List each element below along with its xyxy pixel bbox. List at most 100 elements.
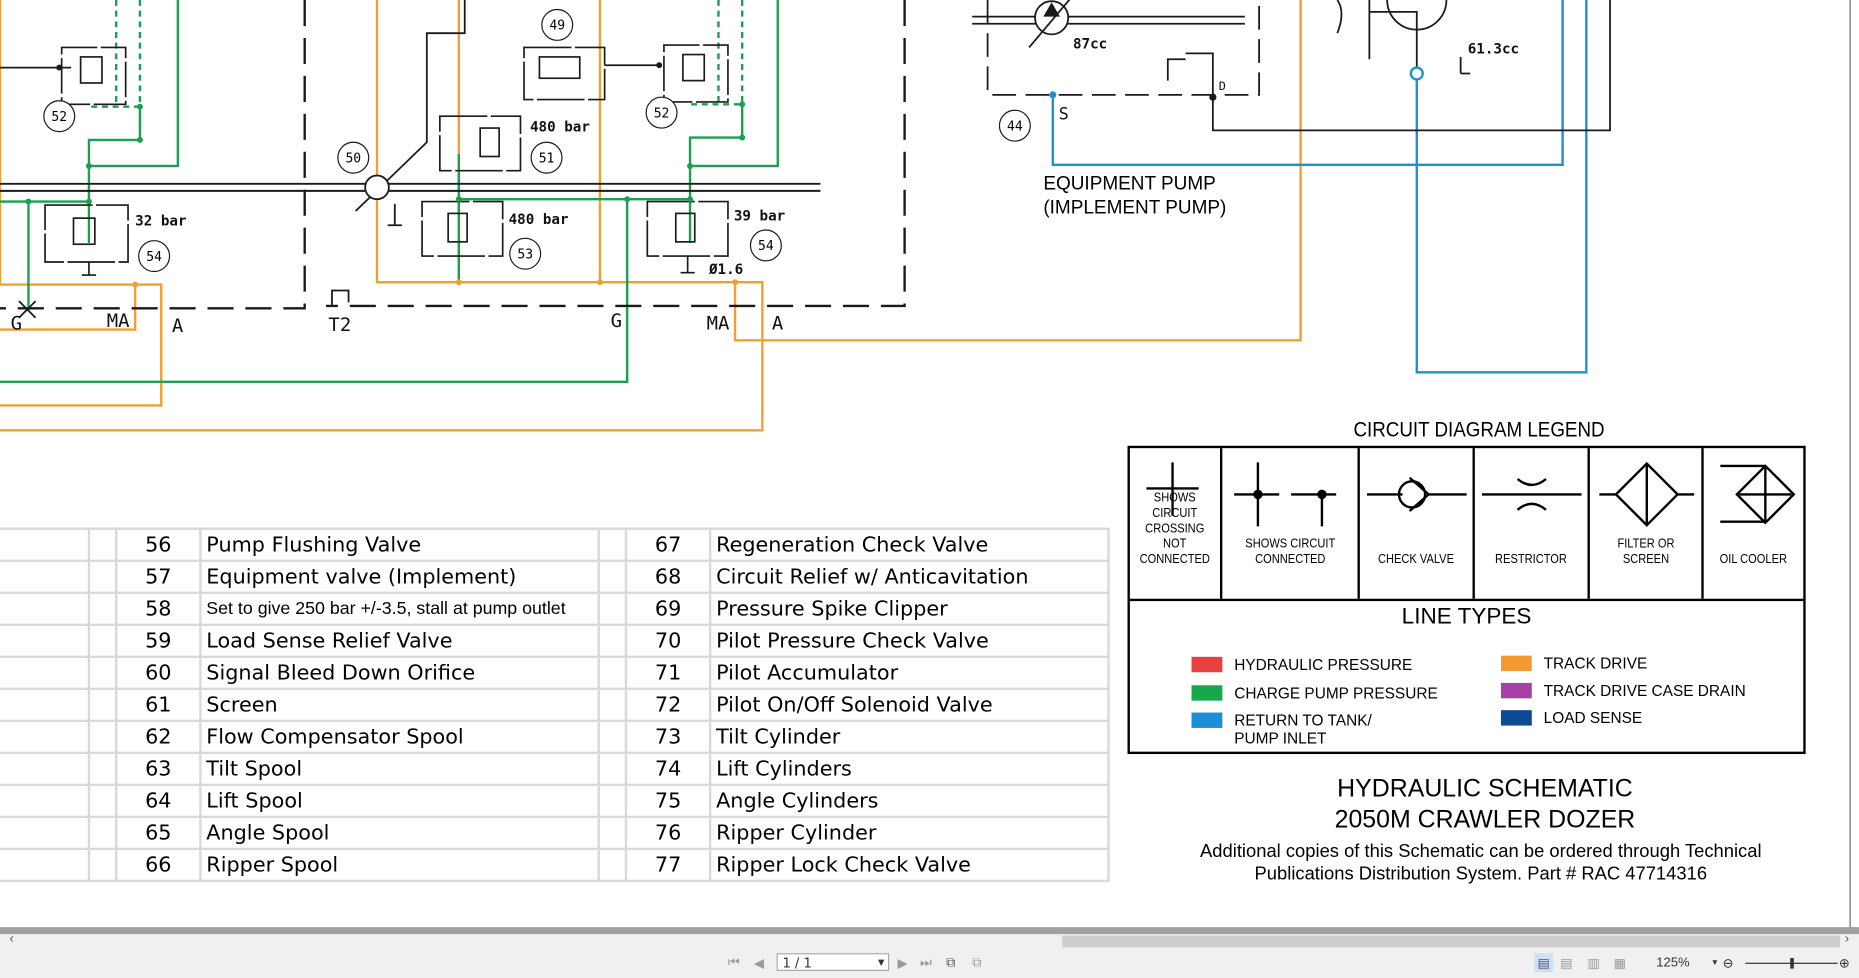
part-description: Ripper Cylinder (708, 815, 1110, 851)
extract-page-icon[interactable]: ⧉ (946, 954, 956, 970)
charge-pump-lines (0, 0, 779, 383)
insert-page-icon[interactable]: ⧉ (972, 954, 982, 970)
part-number: 69 (624, 591, 712, 626)
zoom-dropdown-icon[interactable]: ▼ (1710, 958, 1720, 967)
page-dropdown-icon[interactable]: ▼ (878, 957, 885, 968)
line-types-title: LINE TYPES (1401, 604, 1532, 630)
svg-text:87cc: 87cc (1073, 37, 1107, 53)
vertical-scrollbar[interactable] (1849, 0, 1859, 935)
part-description: Equipment valve (Implement) (199, 559, 600, 594)
legend-check-valve: CHECK VALVE (1360, 448, 1475, 599)
line-type-label: LOAD SENSE (1543, 708, 1643, 727)
callout-49: 49 (541, 8, 574, 41)
line-color-swatch (1191, 712, 1223, 728)
single-page-view-icon[interactable]: ▤ (1534, 953, 1554, 973)
part-number: 66 (115, 847, 202, 883)
legend-filter: FILTER OR SCREEN (1589, 448, 1705, 599)
line-type-label: RETURN TO TANK/ PUMP INLET (1234, 711, 1372, 747)
parts-table-left-text (0, 655, 91, 691)
last-page-icon[interactable]: ⏭ (920, 954, 932, 970)
svg-text:MA: MA (707, 313, 730, 335)
next-page-icon[interactable]: ▶ (897, 956, 908, 971)
part-number: 56 (115, 527, 202, 562)
pressure-labels: 480 bar 32 bar 480 bar 39 bar Ø1.6 87cc … (135, 37, 1519, 278)
svg-text:53: 53 (517, 247, 533, 262)
parts-table-left-text (0, 687, 91, 723)
zoom-slider-thumb[interactable] (1790, 957, 1794, 969)
svg-text:MA: MA (107, 310, 130, 332)
part-description: Ripper Lock Check Valve (708, 847, 1110, 883)
parts-table-left-text (0, 783, 91, 819)
horizontal-scroll-thumb[interactable] (1062, 935, 1841, 948)
horizontal-scrollbar[interactable]: ‹ › (0, 931, 1859, 949)
part-number: 61 (115, 687, 202, 723)
part-number: 63 (115, 751, 202, 787)
legend-crossing: SHOWS CIRCUIT CROSSING NOT CONNECTED (1130, 448, 1223, 599)
line-type-label: CHARGE PUMP PRESSURE (1234, 684, 1438, 702)
zoom-slider[interactable] (1745, 957, 1838, 969)
gap-cell (87, 527, 118, 562)
prev-page-icon[interactable]: ◀ (754, 956, 765, 971)
svg-text:51: 51 (539, 151, 555, 166)
legend-oil-cooler: OIL COOLER (1704, 448, 1803, 599)
scroll-right-icon[interactable]: › (1844, 931, 1850, 947)
line-type-item: LOAD SENSE (1500, 708, 1643, 727)
gap-cell (87, 623, 118, 659)
svg-text:480 bar: 480 bar (509, 212, 569, 228)
parts-table-left-text: alve (0, 719, 91, 755)
page-number-input[interactable]: 1 / 1▼ (776, 953, 890, 971)
part-description: Circuit Relief w/ Anticavitation (708, 559, 1110, 594)
part-number: 73 (624, 719, 712, 755)
zoom-level[interactable]: 125% (1656, 955, 1690, 970)
svg-text:S: S (1059, 105, 1069, 124)
zoom-out-icon[interactable]: ⊖ (1722, 956, 1734, 971)
line-type-item: TRACK DRIVE (1500, 654, 1647, 672)
first-page-icon[interactable]: ⏮ (727, 954, 740, 970)
part-number: 68 (624, 559, 712, 594)
svg-text:44: 44 (1007, 119, 1023, 134)
part-description: Pilot On/Off Solenoid Valve (708, 687, 1110, 723)
part-description: Tilt Spool (199, 751, 600, 787)
port-labels: G MA A T2 G MA A S D (11, 79, 1226, 337)
document-page: 52 49 50 51 52 53 54 54 44 480 bar 32 ba… (0, 0, 1806, 885)
part-number: 57 (115, 559, 202, 594)
continuous-view-icon[interactable]: ▤ (1560, 956, 1573, 971)
zoom-in-icon[interactable]: ⊕ (1838, 956, 1850, 971)
part-number: 72 (624, 687, 712, 723)
line-type-item: RETURN TO TANK/ PUMP INLET (1191, 711, 1372, 747)
line-type-item: HYDRAULIC PRESSURE (1191, 656, 1412, 673)
scroll-left-icon[interactable]: ‹ (9, 931, 14, 947)
gap-cell (87, 591, 118, 626)
gap-cell (597, 559, 628, 594)
gap-cell (87, 847, 118, 883)
part-number: 71 (624, 655, 712, 691)
gap-cell (597, 847, 628, 883)
callout-51: 51 (530, 141, 563, 174)
gap-cell (597, 751, 628, 787)
svg-text:50: 50 (345, 151, 361, 166)
facing-view-icon[interactable]: ▥ (1587, 956, 1600, 971)
facing-continuous-view-icon[interactable]: ▦ (1613, 956, 1626, 971)
callout-54b: 54 (749, 229, 782, 262)
gap-cell (87, 559, 118, 594)
part-number: 58 (115, 591, 202, 626)
part-number: 67 (624, 527, 712, 562)
svg-text:52: 52 (654, 106, 670, 121)
svg-text:54: 54 (758, 239, 774, 254)
part-number: 60 (115, 655, 202, 691)
part-number: 64 (115, 783, 202, 819)
callout-52: 52 (43, 100, 76, 133)
legend-restrictor: RESTRICTOR (1475, 448, 1590, 599)
line-type-item: TRACK DRIVE CASE DRAIN (1500, 682, 1746, 699)
line-color-swatch (1191, 685, 1223, 701)
line-type-item: CHARGE PUMP PRESSURE (1191, 684, 1438, 702)
part-description: Ripper Spool (199, 847, 600, 883)
callout-53: 53 (509, 237, 542, 270)
